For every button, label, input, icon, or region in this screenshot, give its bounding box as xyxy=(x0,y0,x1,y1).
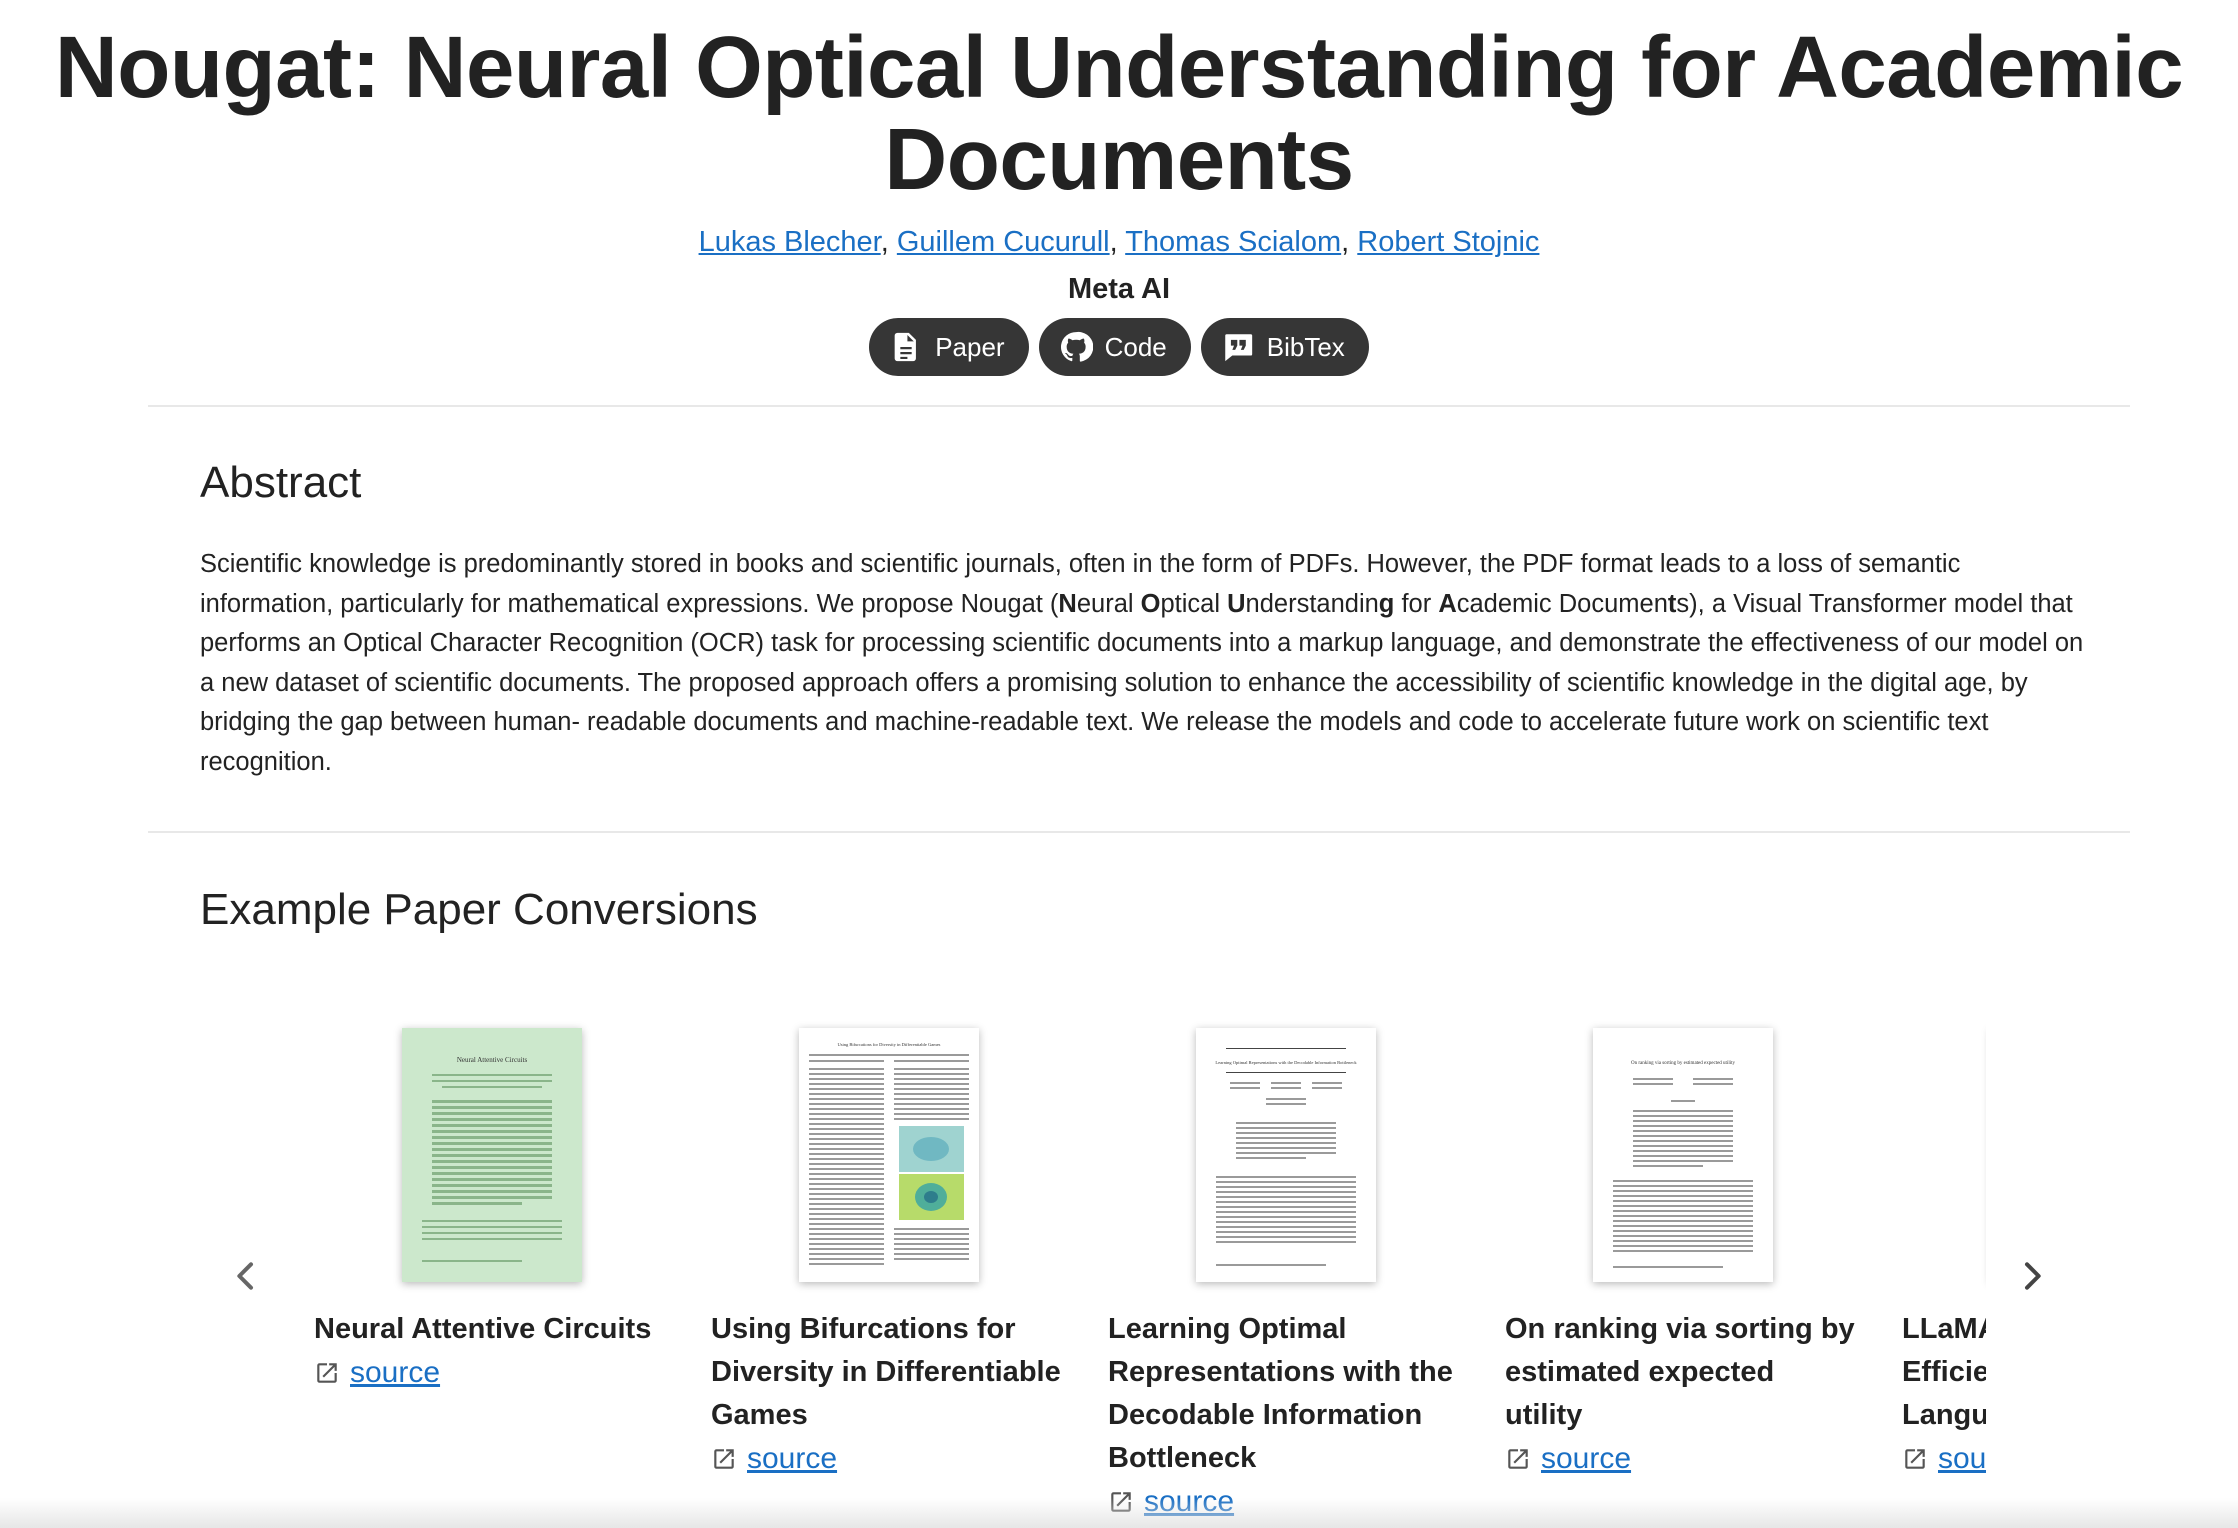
svg-text:Using Bifurcations for Diversi: Using Bifurcations for Diversity in Diff… xyxy=(838,1042,941,1047)
card-title: Learning Optimal Representations with th… xyxy=(1108,1308,1458,1523)
author-link[interactable]: Lukas Blecher xyxy=(698,226,881,258)
abstract-text: Scientific knowledge is predominantly st… xyxy=(200,550,2084,776)
author-link[interactable]: Thomas Scialom xyxy=(1125,226,1342,258)
chevron-left-icon xyxy=(237,1262,253,1290)
paper-carousel: Neural Attentive Circuits Neural Attenti… xyxy=(0,1000,2238,1528)
quote-icon xyxy=(1225,334,1252,362)
svg-text:Neural Attentive Circuits: Neural Attentive Circuits xyxy=(457,1056,528,1064)
examples-heading: Example Paper Conversions xyxy=(200,885,758,934)
paper-thumbnail[interactable]: Learning Optimal Representations with th… xyxy=(1196,1028,1376,1282)
paper-button[interactable]: Paper xyxy=(869,318,1029,376)
source-link-text[interactable]: source xyxy=(747,1442,838,1475)
section-divider xyxy=(148,405,2130,407)
paper-button-label: Paper xyxy=(935,331,1005,362)
author-link[interactable]: Robert Stojnic xyxy=(1357,226,1540,258)
author-link[interactable]: Guillem Cucurull xyxy=(896,226,1110,258)
card-title: Neural Attentive Circuits source xyxy=(314,1308,664,1394)
github-icon xyxy=(1060,331,1093,362)
source-link[interactable]: source xyxy=(1902,1437,1986,1480)
chevron-right-icon xyxy=(2025,1262,2041,1290)
carousel-track: Neural Attentive Circuits Neural Attenti… xyxy=(296,1000,1986,1528)
page-preview: Learning Optimal Representations with th… xyxy=(1215,1048,1357,1266)
bibtex-button[interactable]: BibTex xyxy=(1200,318,1369,376)
carousel-next-button[interactable] xyxy=(2012,1256,2052,1296)
source-link[interactable]: source xyxy=(1505,1437,1855,1480)
source-link-text[interactable]: source xyxy=(1541,1442,1632,1475)
bibtex-button-label: BibTex xyxy=(1266,331,1345,362)
external-link-icon xyxy=(1508,1448,1528,1469)
page-header: Nougat: Neural Optical Understanding for… xyxy=(0,0,2238,376)
page-preview: On ranking via sorting by estimated expe… xyxy=(1613,1061,1753,1268)
paper-thumbnail[interactable]: On ranking via sorting by estimated expe… xyxy=(1593,1028,1773,1282)
page-preview: Using Bifurcations for Diversity in Diff… xyxy=(809,1042,969,1265)
link-buttons: Paper Code BibTex xyxy=(0,318,2238,376)
card-title: On ranking via sorting by estimated expe… xyxy=(1505,1308,1855,1480)
page-preview: Neural Attentive Circuits xyxy=(422,1056,562,1262)
external-link-icon xyxy=(317,1362,337,1383)
carousel-prev-button[interactable] xyxy=(226,1256,266,1296)
svg-text:On ranking via sorting by esti: On ranking via sorting by estimated expe… xyxy=(1631,1061,1736,1066)
card-title: Using Bifurcations for Diversity in Diff… xyxy=(711,1308,1061,1480)
section-divider xyxy=(148,831,2130,833)
affiliation: Meta AI xyxy=(1067,273,1171,305)
code-button[interactable]: Code xyxy=(1038,318,1191,376)
source-link[interactable]: source xyxy=(314,1351,664,1394)
source-link-text[interactable]: source xyxy=(1938,1442,1986,1475)
source-link[interactable]: source xyxy=(711,1437,1061,1480)
page-title: Nougat: Neural Optical Understanding for… xyxy=(54,19,2184,208)
card-title: LLaMA: Open and Efficient Foundation Lan… xyxy=(1902,1308,1986,1480)
abstract-heading: Abstract xyxy=(200,458,362,507)
source-link-text[interactable]: source xyxy=(350,1356,441,1389)
external-link-icon xyxy=(1905,1448,1925,1469)
author-list: Lukas Blecher, Guillem Cucurull, Thomas … xyxy=(698,226,1540,258)
document-icon xyxy=(894,332,917,362)
external-link-icon xyxy=(714,1448,734,1469)
svg-text:Learning Optimal Representatio: Learning Optimal Representations with th… xyxy=(1215,1060,1357,1065)
code-button-label: Code xyxy=(1104,331,1167,362)
bottom-fade xyxy=(0,1498,2238,1528)
paper-thumbnail[interactable]: Using Bifurcations for Diversity in Diff… xyxy=(799,1028,979,1282)
paper-thumbnail[interactable]: Neural Attentive Circuits xyxy=(402,1028,582,1282)
